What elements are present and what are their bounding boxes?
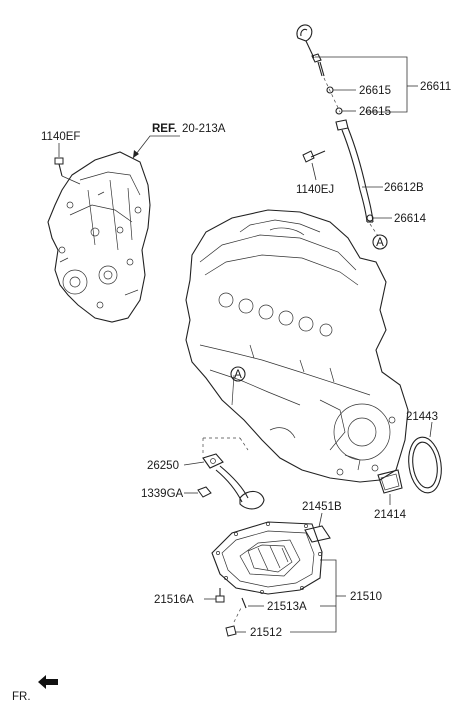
callout-a-top-letter: A bbox=[376, 237, 384, 249]
label-21414: 21414 bbox=[374, 509, 407, 521]
oil-screen bbox=[202, 453, 265, 510]
label-front: FR. bbox=[12, 691, 31, 703]
rear-oil-seal bbox=[408, 436, 442, 494]
callout-a-engine-letter: A bbox=[234, 369, 242, 381]
label-21451B: 21451B bbox=[302, 501, 342, 513]
drain-plug bbox=[225, 625, 237, 637]
callout-a-engine bbox=[230, 366, 246, 382]
label-1140EJ: 1140EJ bbox=[296, 184, 334, 196]
label-1339GA: 1339GA bbox=[141, 488, 184, 500]
label-21510: 21510 bbox=[350, 591, 382, 603]
o-ring-26615-lower bbox=[335, 107, 343, 115]
strainer-dash-lines bbox=[202, 437, 249, 456]
front-arrow-icon bbox=[38, 675, 58, 689]
drain-plug-gasket bbox=[241, 597, 247, 609]
label-21516A: 21516A bbox=[154, 594, 194, 606]
label-21443: 21443 bbox=[406, 411, 438, 423]
engine-block bbox=[185, 209, 409, 483]
ref-number: 20-213A bbox=[182, 123, 226, 135]
oil-pan bbox=[211, 521, 323, 595]
callout-a-top bbox=[372, 234, 388, 250]
bolt-21516A bbox=[215, 588, 225, 603]
bolt-1140EF bbox=[54, 157, 64, 177]
label-26614: 26614 bbox=[394, 213, 427, 225]
label-1140EF: 1140EF bbox=[41, 131, 80, 143]
rear-seal-case bbox=[377, 469, 403, 494]
label-26615-lower: 26615 bbox=[359, 106, 391, 118]
label-26615-upper: 26615 bbox=[359, 85, 391, 97]
bolt-1140EJ bbox=[302, 150, 326, 163]
oil-pan-baffle bbox=[304, 525, 331, 543]
label-26611: 26611 bbox=[420, 81, 451, 93]
label-21513A: 21513A bbox=[267, 601, 307, 613]
dipstick-tube bbox=[335, 119, 379, 237]
label-26612B: 26612B bbox=[384, 182, 424, 194]
label-26250: 26250 bbox=[147, 460, 179, 472]
timing-cover bbox=[47, 151, 151, 323]
ref-prefix: REF. bbox=[152, 123, 177, 135]
label-21512: 21512 bbox=[250, 627, 282, 639]
nut-1339GA bbox=[197, 486, 212, 498]
oil-level-gauge bbox=[296, 24, 341, 113]
